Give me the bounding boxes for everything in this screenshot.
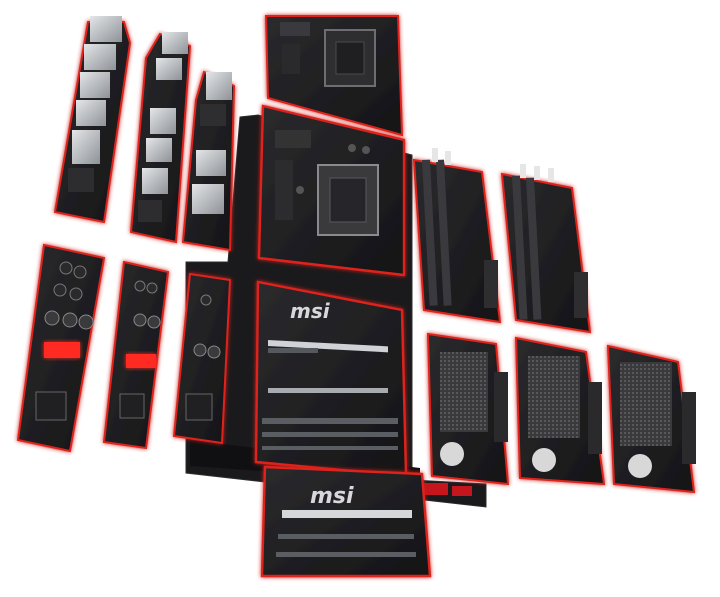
board-button	[424, 483, 448, 495]
brand-logo-bottom: msi	[310, 484, 354, 509]
chipset-tile-1	[426, 332, 510, 486]
led-indicator	[44, 342, 80, 358]
brand-logo-top: msi	[290, 299, 331, 323]
io-panel-1	[53, 16, 132, 224]
chipset-tile-3	[606, 344, 696, 494]
led-indicator	[126, 354, 156, 368]
power-tile-1	[16, 243, 106, 453]
bottom-pcie-tile: msi	[260, 465, 432, 578]
io-panel-2	[129, 32, 192, 244]
pcie-tile: msi	[254, 280, 408, 478]
top-cpu-tile	[264, 15, 404, 137]
io-panel-3	[181, 70, 236, 252]
dimm-tile-2	[500, 164, 592, 334]
power-tile-3	[172, 272, 232, 445]
cpu-socket-tile	[257, 104, 406, 277]
board-button	[452, 486, 472, 496]
chipset-tile-2	[514, 336, 606, 486]
power-tile-2	[102, 260, 170, 450]
dimm-tile-1	[412, 148, 502, 324]
